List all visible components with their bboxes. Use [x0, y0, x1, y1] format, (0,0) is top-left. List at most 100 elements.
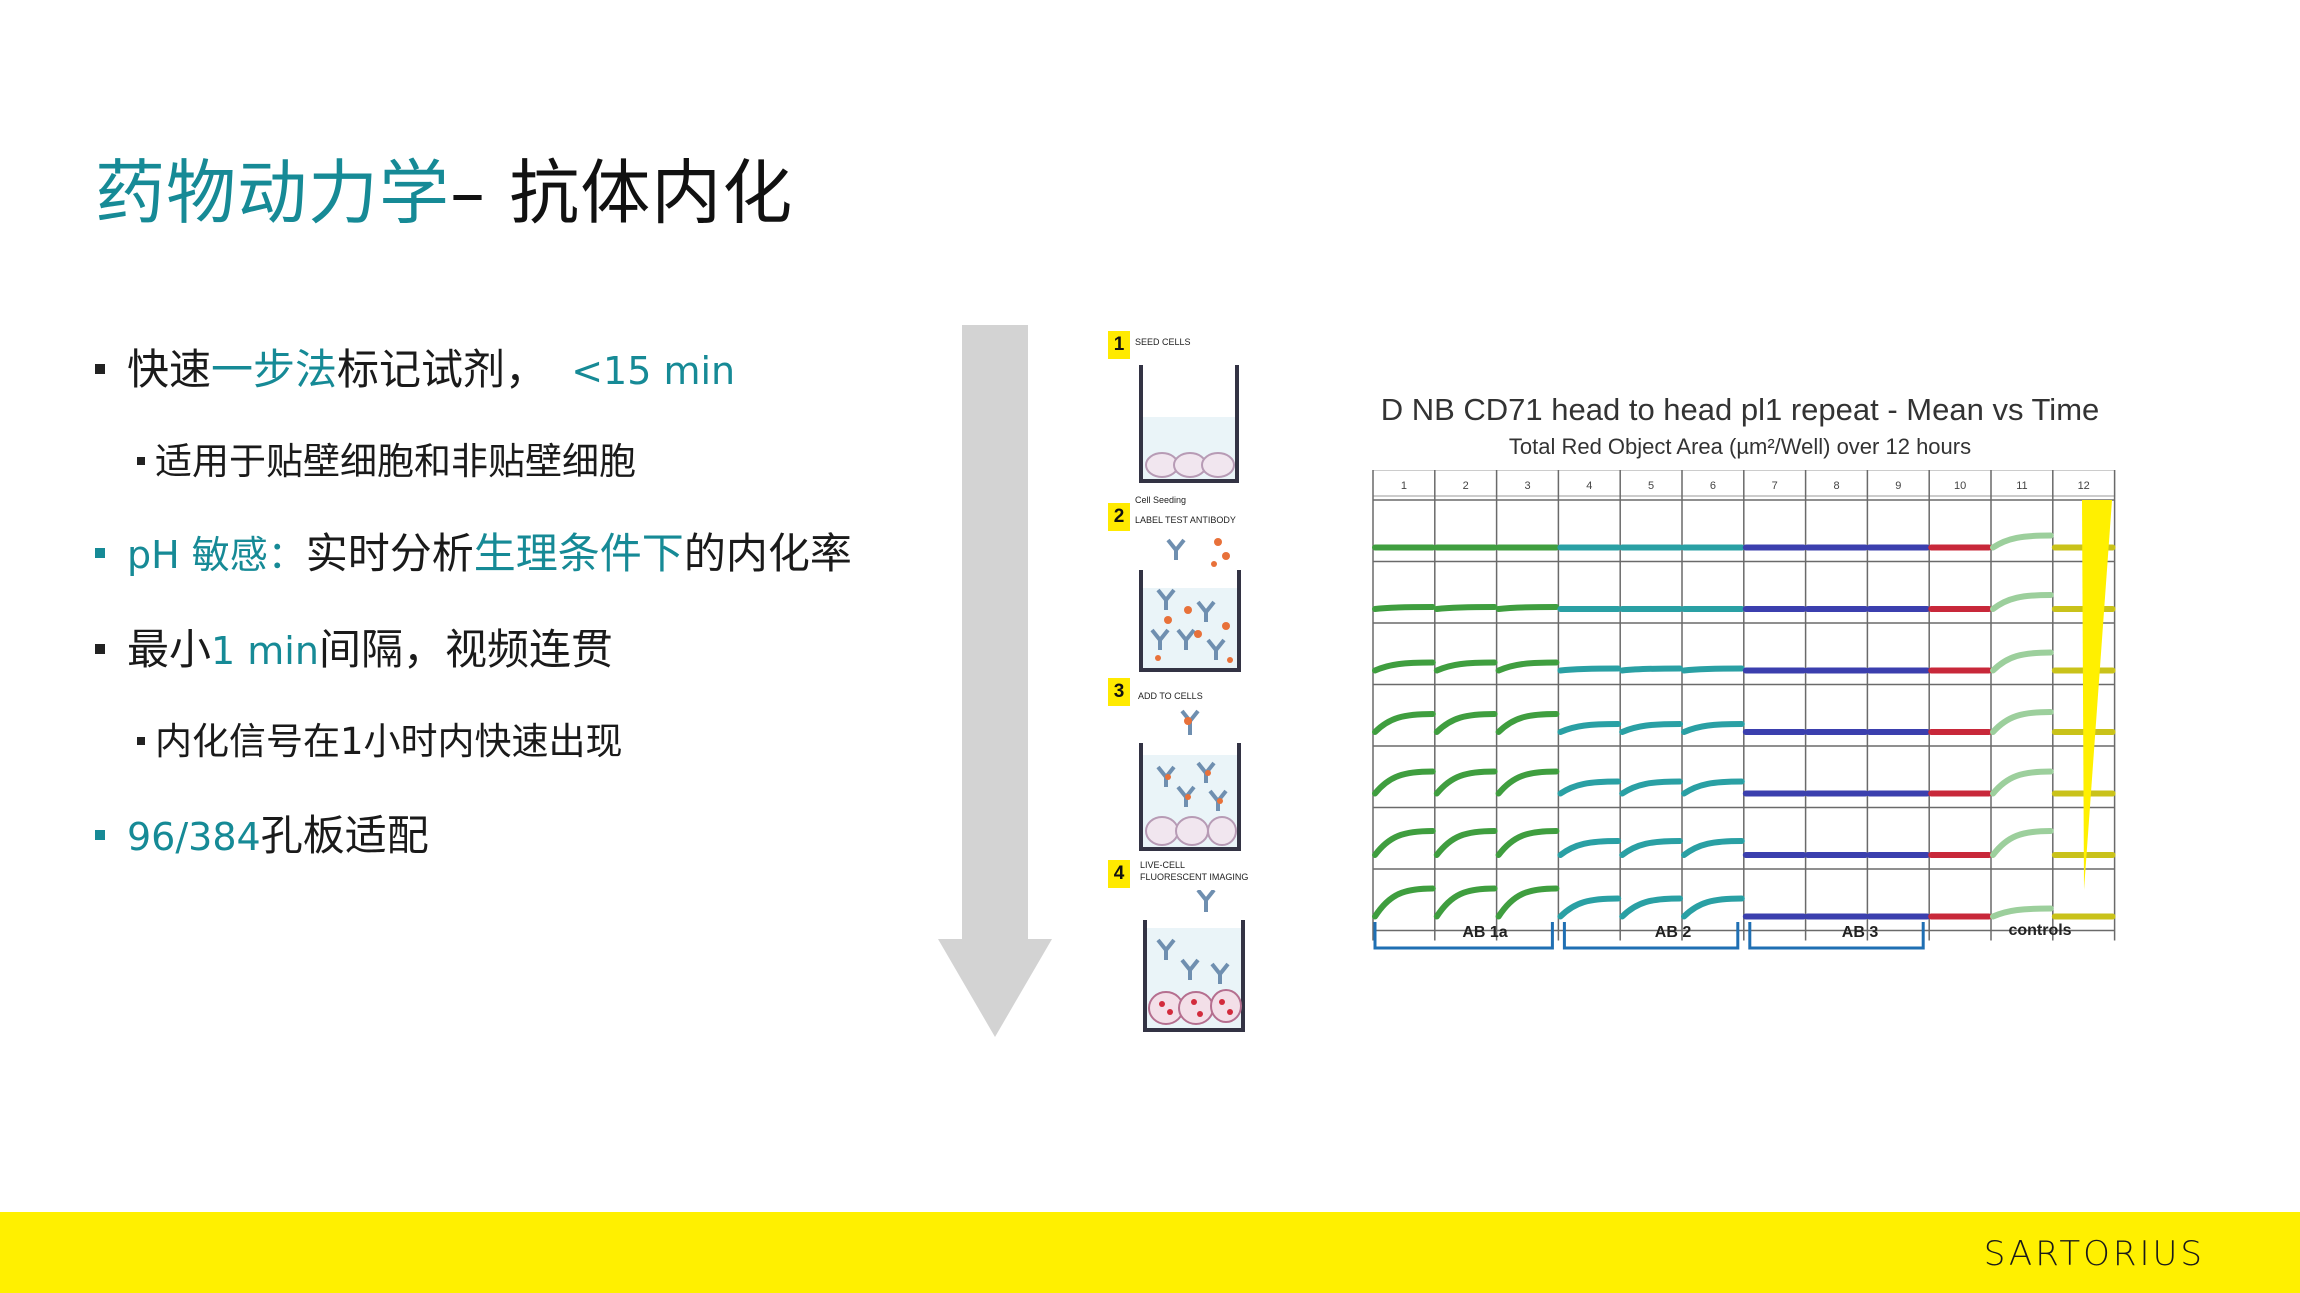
column-label: 3: [1524, 480, 1530, 492]
step-label-3: ADD TO CELLS: [1138, 691, 1203, 701]
column-label: 6: [1710, 480, 1716, 492]
well-curve: [1681, 895, 1745, 920]
well-curve: [1681, 721, 1745, 735]
step-number-1: 1: [1108, 331, 1130, 359]
well-curve: [1619, 895, 1683, 920]
column-label: 4: [1586, 480, 1592, 492]
step-label-2a: Cell Seeding: [1135, 495, 1187, 505]
well-seed-cells: [1139, 365, 1239, 483]
well-curve: [1681, 778, 1745, 797]
column-label: 7: [1772, 480, 1778, 492]
chart-title: D NB CD71 head to head pl1 repeat - Mean…: [1380, 392, 2100, 427]
bullet-text: 孔板适配: [260, 811, 429, 860]
bullet-marker: [95, 829, 105, 840]
column-label: 12: [2078, 480, 2090, 492]
bullet-text-highlight: 96/384: [127, 815, 261, 859]
column-label: 2: [1463, 480, 1469, 492]
well-curve: [1557, 721, 1622, 735]
workflow-steps: 1 SEED CELLS 2 Cell Seeding LABEL TEST A…: [1100, 325, 1300, 1035]
step-label-2b: LABEL TEST ANTIBODY: [1135, 515, 1236, 525]
well-curve: [1990, 709, 2054, 735]
bullet-text: 快速: [127, 345, 212, 394]
bullet-item: 最小1 min间隔，视频连贯: [95, 620, 613, 681]
well-curve: [1433, 711, 1498, 735]
well-curve: [1681, 665, 1745, 674]
column-label: 5: [1648, 480, 1654, 492]
well-curve: [1619, 778, 1683, 797]
bullet-marker: [95, 547, 105, 558]
bullet-text-highlight: 生理条件下: [473, 529, 684, 578]
bullet-text: 间隔，视频连贯: [318, 625, 613, 674]
well-curve: [1433, 885, 1498, 920]
well-curve: [1990, 768, 2054, 797]
well-curve: [1372, 604, 1436, 612]
well-curve: [1990, 532, 2054, 551]
step-number-2: 2: [1108, 503, 1130, 531]
step-label-4a: LIVE-CELL: [1140, 860, 1186, 870]
column-label: 8: [1833, 480, 1839, 492]
well-curve: [1433, 604, 1498, 612]
well-curve: [1990, 828, 2054, 858]
bullet-text-highlight: <15 min: [547, 349, 736, 393]
well-curve: [1495, 828, 1560, 858]
well-curve: [1372, 828, 1436, 858]
sub-bullet-item: 适用于贴壁细胞和非贴壁细胞: [137, 432, 636, 492]
group-label: controls: [2008, 922, 2072, 939]
well-curve: [1495, 711, 1560, 735]
well-curve: [1372, 885, 1436, 920]
column-label: 11: [2016, 480, 2027, 492]
well-curve: [1372, 711, 1436, 735]
step-label-4b: FLUORESCENT IMAGING: [1140, 872, 1249, 882]
group-label: AB 3: [1841, 924, 1879, 941]
well-curve: [1990, 905, 2054, 920]
bullet-text: 的内化率: [683, 529, 852, 578]
well-curve: [1557, 778, 1622, 797]
well-curve: [1433, 768, 1498, 797]
column-label: 9: [1895, 480, 1901, 492]
chart-subtitle: Total Red Object Area (µm²/Well) over 12…: [1508, 434, 1972, 459]
well-curve: [1557, 895, 1622, 920]
bullet-text: 实时分析: [305, 529, 474, 578]
bullet-text-highlight: 1 min: [211, 629, 319, 673]
well-curve: [1372, 768, 1436, 797]
well-curve: [1557, 665, 1622, 674]
well-curve: [1681, 838, 1745, 858]
well-curve: [1495, 768, 1560, 797]
well-curve: [1433, 659, 1498, 674]
well-add-to-cells: [1139, 709, 1241, 851]
column-label: 10: [1954, 480, 1966, 492]
well-label-antibody: [1139, 538, 1241, 672]
step-label-1: SEED CELLS: [1135, 337, 1191, 347]
well-curve: [1990, 649, 2054, 674]
slide-title-accent: 药物动力学: [95, 152, 450, 234]
step-number-4: 4: [1108, 860, 1130, 888]
column-label: 1: [1401, 480, 1407, 492]
slide-title-main: – 抗体内化: [450, 152, 794, 234]
well-curve: [1495, 885, 1560, 920]
bullet-item: 96/384孔板适配: [95, 806, 429, 867]
group-label: AB 2: [1654, 924, 1692, 941]
bullet-text-highlight: pH 敏感：: [127, 533, 306, 577]
sartorius-logo: SARTORIUS: [1983, 1234, 2205, 1274]
bullet-marker: [95, 643, 105, 654]
group-label: AB 1a: [1462, 924, 1508, 941]
down-arrow-icon: [938, 325, 1052, 1037]
well-curve: [1619, 838, 1683, 858]
bullet-text: 内化信号在1小时内快速出现: [155, 720, 623, 763]
bullet-text: 标记试剂，: [337, 345, 548, 394]
sub-bullet-item: 内化信号在1小时内快速出现: [137, 712, 623, 772]
well-live-cell-imaging: [1143, 890, 1245, 1032]
well-curve: [1495, 604, 1560, 612]
well-curve: [1990, 592, 2054, 612]
bullet-text: 适用于贴壁细胞和非贴壁细胞: [155, 440, 636, 483]
bullet-marker: [137, 736, 145, 745]
bullet-text: 最小: [127, 625, 212, 674]
well-curve: [1619, 665, 1683, 674]
bullet-text-highlight: 一步法: [211, 345, 338, 394]
well-curve: [1619, 721, 1683, 735]
plate-chart: D NB CD71 head to head pl1 repeat - Mean…: [1360, 390, 2120, 990]
well-curve: [1372, 659, 1436, 674]
bullet-marker: [137, 456, 145, 465]
step-number-3: 3: [1108, 678, 1130, 706]
footer-bar: SARTORIUS: [0, 1212, 2300, 1293]
